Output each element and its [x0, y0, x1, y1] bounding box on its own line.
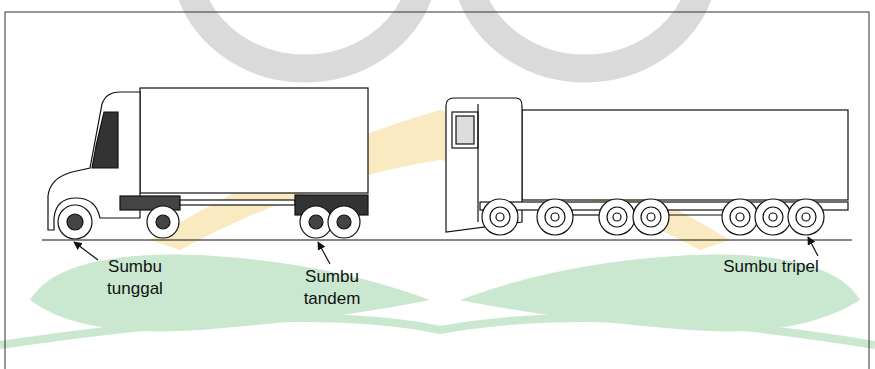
wheel [328, 206, 360, 238]
leader-lines [74, 237, 818, 264]
leader-line [808, 237, 818, 256]
axle-label: Sumbu tunggal [95, 256, 175, 300]
cab-window [456, 116, 474, 144]
wheel [755, 199, 791, 235]
truck-tandem [48, 88, 368, 239]
wheel [633, 199, 669, 235]
hub [490, 207, 510, 227]
axle-beam [668, 214, 722, 215]
hub [67, 214, 83, 230]
wheel [58, 205, 92, 239]
hub [613, 213, 621, 221]
trailer-box [522, 110, 848, 200]
hub [496, 213, 504, 221]
hub [736, 213, 744, 221]
watermark-band [0, 318, 875, 345]
hub [763, 207, 783, 227]
watermark-arc [470, 0, 700, 69]
ground-line [42, 239, 852, 240]
watermark-arc [190, 0, 420, 69]
chassis [180, 200, 295, 205]
wheel-set [482, 199, 824, 235]
wheel [482, 199, 518, 235]
wheel [147, 206, 179, 238]
hub [647, 213, 655, 221]
hub [545, 207, 565, 227]
hub [802, 213, 810, 221]
wheel [300, 206, 332, 238]
wheel [788, 199, 824, 235]
hub [730, 207, 750, 227]
watermark-logo [0, 0, 875, 345]
hub [551, 213, 559, 221]
hub [796, 207, 816, 227]
axle-label: Sumbu tandem [292, 266, 372, 310]
cab-window [452, 112, 478, 148]
hub [337, 215, 351, 229]
hub [769, 213, 777, 221]
wheel [537, 199, 573, 235]
axle-beam [572, 214, 600, 215]
hub [156, 215, 170, 229]
wheel [722, 199, 758, 235]
hub [309, 215, 323, 229]
frame [5, 12, 869, 369]
wheel [599, 199, 635, 235]
cab-door [477, 104, 478, 222]
leader-line [318, 242, 330, 264]
leader-line [74, 242, 98, 260]
hub [607, 207, 627, 227]
axle-label: Sumbu tripel [716, 256, 826, 278]
hub [641, 207, 661, 227]
cab-window [92, 112, 118, 168]
trailer-box [140, 88, 368, 193]
